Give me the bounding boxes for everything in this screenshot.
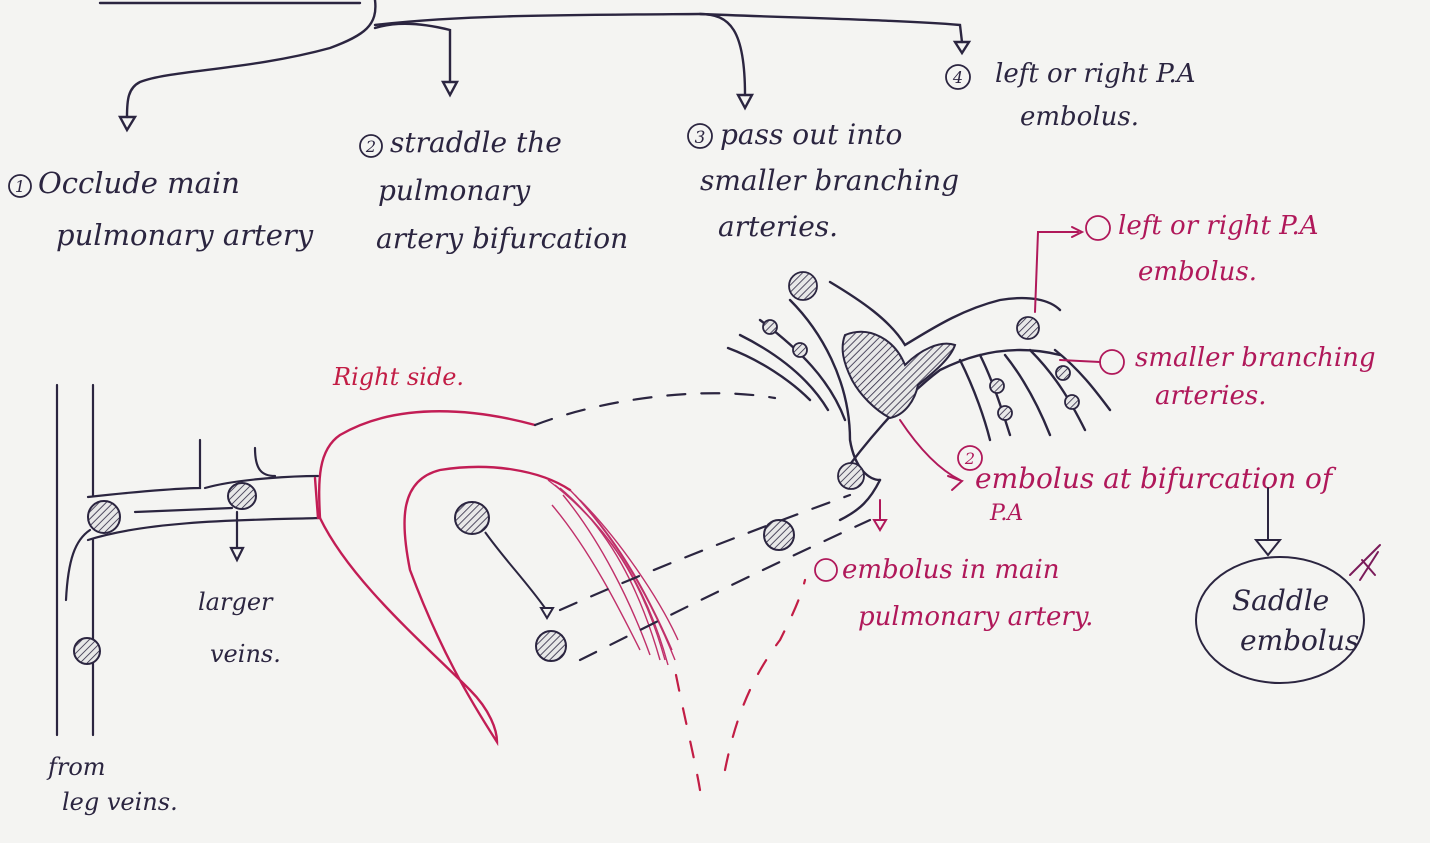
embolus-clot — [763, 320, 777, 334]
branch-line: straddle the — [390, 126, 562, 159]
saddle-label: Saddle — [1232, 584, 1329, 617]
dashed-heart-bottom — [676, 580, 805, 790]
right-side-label: Right side. — [332, 363, 464, 391]
branch-line: artery bifurcation — [376, 222, 628, 255]
larger-veins-label: larger — [198, 588, 274, 616]
annotation-line: arteries. — [1155, 381, 1267, 411]
branch-line: pulmonary artery — [56, 218, 314, 252]
annotation-1: embolus in main pulmonary artery. — [815, 555, 1093, 632]
top-tree — [100, 0, 969, 130]
annotation-line: embolus. — [1138, 257, 1257, 287]
tricuspid-fibers — [548, 480, 678, 665]
annotation-line: embolus in main — [842, 555, 1060, 585]
branch-line: Occlude main — [38, 166, 240, 200]
number-circle — [1086, 216, 1110, 240]
saddle-label: embolus — [1240, 624, 1359, 657]
saddle-oval — [1196, 557, 1364, 683]
embolus-clot — [838, 463, 864, 489]
embolus-clot — [74, 638, 100, 664]
embolus-clot — [990, 379, 1004, 393]
dashed-outflow — [535, 393, 870, 660]
branch-number: 2 — [365, 137, 376, 156]
branch-line: arteries. — [718, 210, 838, 243]
branch-line: pulmonary — [378, 174, 531, 207]
branch-line: embolus. — [1020, 102, 1139, 132]
annotation-line: pulmonary artery. — [858, 602, 1093, 632]
branch-4-label: 4 left or right P.A embolus. — [946, 59, 1196, 132]
branch-line: pass out into — [720, 118, 902, 151]
embolus-clot — [536, 631, 566, 661]
embolus-clot — [789, 272, 817, 300]
branch-3-label: 3 pass out into smaller branching arteri… — [688, 118, 959, 243]
embolus-clot — [1056, 366, 1070, 380]
annotation-line: P.A — [989, 501, 1023, 526]
number-circle — [1100, 350, 1124, 374]
right-heart — [315, 411, 570, 742]
saddle-clot — [843, 332, 955, 418]
annotation-2: 2 embolus at bifurcation of P.A — [958, 446, 1337, 526]
annotation-line: smaller branching — [1135, 343, 1376, 373]
embolus-clot — [1017, 317, 1039, 339]
from-leg-veins-label: leg veins. — [62, 788, 178, 816]
branch-number: 1 — [15, 177, 25, 196]
embolus-clot — [764, 520, 794, 550]
leg-veins — [57, 385, 320, 735]
embolus-clot — [455, 502, 489, 534]
branch-line: smaller branching — [700, 164, 959, 197]
embolus-clot — [228, 483, 256, 509]
embolus-clot — [793, 343, 807, 357]
from-leg-veins-label: from — [46, 753, 106, 781]
branch-number: 4 — [952, 68, 963, 87]
branch-1-label: 1 Occlude main pulmonary artery — [9, 166, 314, 252]
branch-2-label: 2 straddle the pulmonary artery bifurcat… — [360, 126, 628, 255]
annotation-number: 2 — [964, 449, 975, 468]
larger-veins-label: veins. — [210, 640, 281, 668]
branch-number: 3 — [695, 128, 706, 148]
number-circle — [815, 559, 837, 581]
annotation-line: left or right P.A — [1118, 211, 1319, 241]
annotation-3: left or right P.A embolus. — [1086, 211, 1319, 287]
branch-line: left or right P.A — [995, 59, 1196, 89]
annotation-line: embolus at bifurcation of — [975, 462, 1337, 495]
embolus-clot — [1065, 395, 1079, 409]
embolus-clot — [88, 501, 120, 533]
annotation-4: smaller branching arteries. — [1100, 343, 1376, 411]
embolus-clot — [998, 406, 1012, 420]
